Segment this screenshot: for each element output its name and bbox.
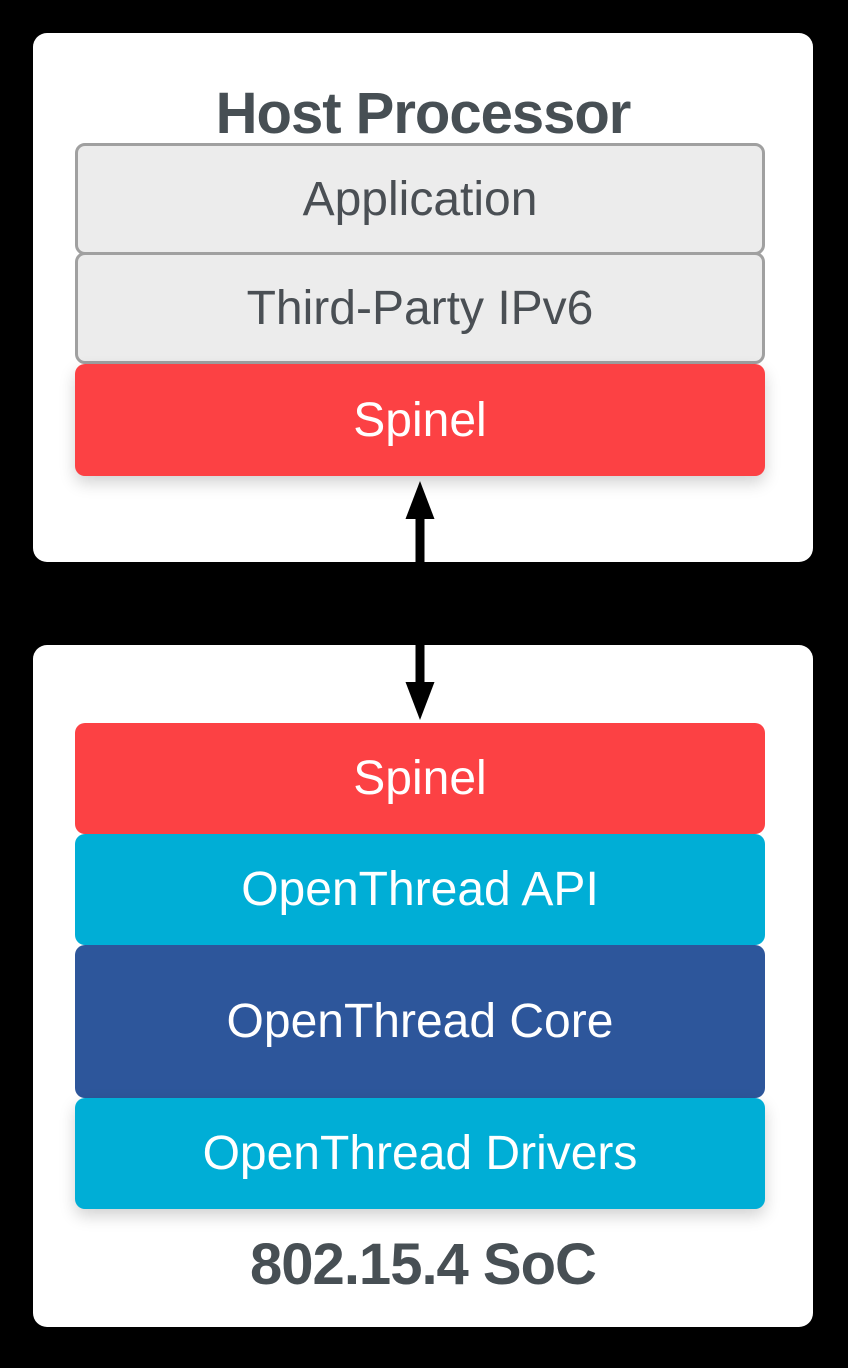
layer-openthread-api: OpenThread API (75, 834, 765, 945)
soc-layer-stack: Spinel OpenThread API OpenThread Core Op… (75, 723, 765, 1209)
layer-application-label: Application (302, 172, 538, 226)
layer-openthread-drivers: OpenThread Drivers (75, 1098, 765, 1209)
soc-title: 802.15.4 SoC (250, 1232, 597, 1297)
host-layer-stack: Application Third-Party IPv6 Spinel (75, 143, 765, 476)
soc-card: Spinel OpenThread API OpenThread Core Op… (33, 645, 813, 1327)
layer-spinel-host-label: Spinel (353, 393, 487, 447)
layer-openthread-api-label: OpenThread API (241, 863, 599, 916)
layer-openthread-core-label: OpenThread Core (226, 995, 614, 1048)
layer-spinel-ncp-label: Spinel (353, 752, 487, 805)
layer-openthread-drivers-label: OpenThread Drivers (202, 1127, 638, 1180)
layer-application: Application (75, 143, 765, 255)
layer-openthread-core: OpenThread Core (75, 945, 765, 1098)
host-processor-card: Host Processor Application Third-Party I… (33, 33, 813, 562)
layer-spinel-ncp: Spinel (75, 723, 765, 834)
host-processor-title: Host Processor (215, 81, 632, 146)
layer-third-party-ipv6-label: Third-Party IPv6 (246, 281, 594, 335)
bidirectional-arrow-icon (405, 481, 435, 720)
layer-third-party-ipv6: Third-Party IPv6 (75, 252, 765, 364)
layer-spinel-host: Spinel (75, 364, 765, 476)
